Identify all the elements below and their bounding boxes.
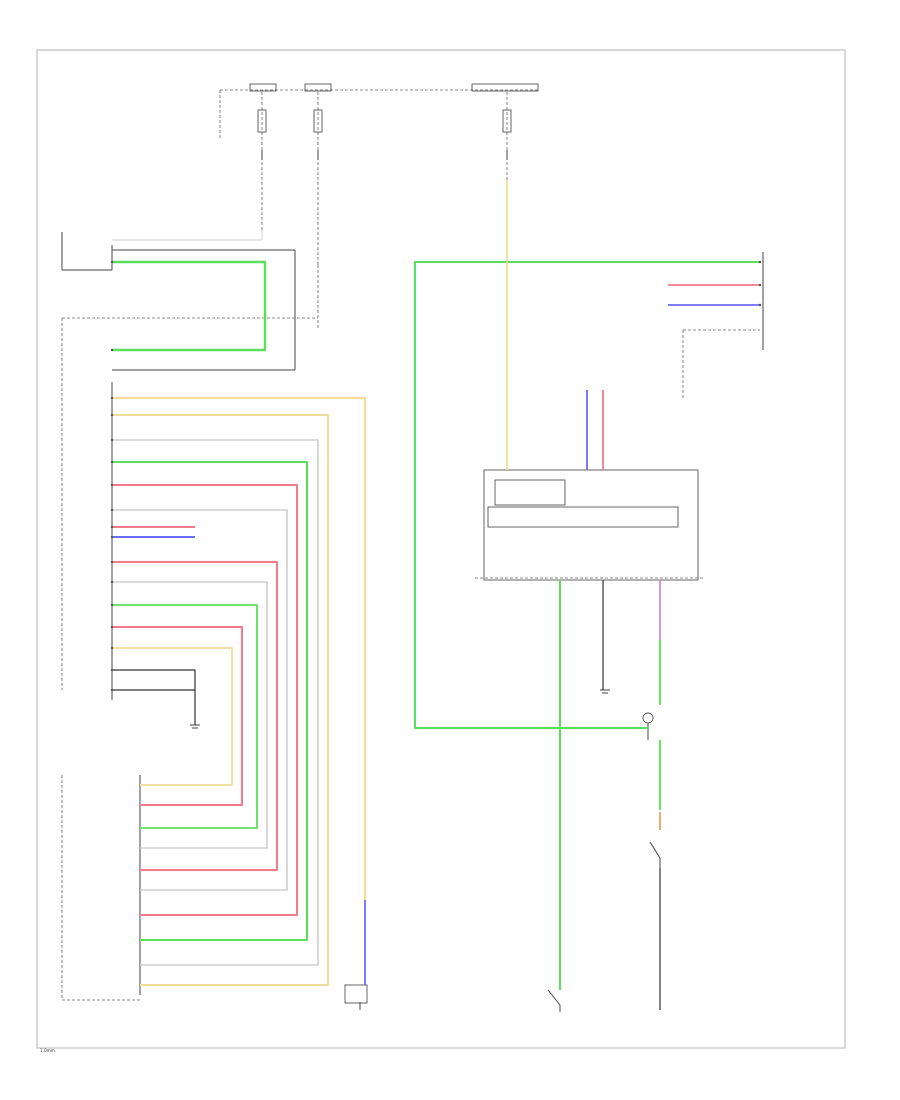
ground-symbol-left xyxy=(190,724,200,729)
connector-pin-10 xyxy=(110,535,114,539)
connector-pin-5 xyxy=(110,438,114,442)
bottom-left-label: 1.0mm xyxy=(40,1048,55,1053)
fuse-2 xyxy=(313,109,323,160)
wire-grey-1 xyxy=(112,439,319,966)
connector-pin-14 xyxy=(110,625,114,629)
connector-pin-1 xyxy=(110,260,114,264)
connector-pin-16 xyxy=(110,668,114,672)
wire-yellow-3 xyxy=(112,647,233,786)
wire-black-1 xyxy=(112,669,196,725)
connector-pin-17 xyxy=(110,688,114,692)
switch-lower-left xyxy=(344,984,368,1010)
wire-green-2 xyxy=(112,604,258,829)
lamp-node-right xyxy=(642,712,654,740)
wire-red-3 xyxy=(112,561,278,871)
connector-pin-4 xyxy=(110,413,114,417)
connector-pin-2 xyxy=(110,348,114,352)
wire-grey-2 xyxy=(112,509,288,891)
wire-green-long xyxy=(414,261,760,729)
wire-green-1 xyxy=(112,461,308,941)
wire-green-top xyxy=(112,260,267,352)
diagram-frame xyxy=(36,49,846,1049)
connector-pin-13 xyxy=(110,603,114,607)
right-connector xyxy=(682,252,764,400)
connector-pin-19 xyxy=(758,283,762,287)
wire-grey-3 xyxy=(112,581,268,849)
connector-pin-20 xyxy=(758,303,762,307)
module-connector-bottom xyxy=(61,775,141,1001)
fuse-1 xyxy=(257,109,267,160)
connector-pin-15 xyxy=(110,646,114,650)
connector-pin-8 xyxy=(110,508,114,512)
wire-yellow-1 xyxy=(112,396,367,900)
connector-pin-3 xyxy=(110,396,114,400)
module-connector-main xyxy=(61,265,319,700)
wire-red-4 xyxy=(112,626,243,806)
power-supply-rail xyxy=(219,83,540,265)
control-unit xyxy=(475,469,705,581)
ground-symbol-right xyxy=(600,689,610,694)
switch-lower-middle xyxy=(547,989,561,1012)
connector-pin-7 xyxy=(110,483,114,487)
connector-pin-12 xyxy=(110,580,114,584)
switch-lower-right xyxy=(649,841,661,868)
connector-pin-9 xyxy=(110,525,114,529)
connector-pin-6 xyxy=(110,460,114,464)
wire-group xyxy=(110,180,762,1010)
connector-pin-18 xyxy=(758,260,762,264)
wire-yellow-2 xyxy=(112,414,329,986)
fuse-3 xyxy=(502,109,512,160)
wire-red-1 xyxy=(112,484,298,916)
connector-pin-11 xyxy=(110,560,114,564)
module-connector-top xyxy=(61,230,296,371)
fuse-group xyxy=(257,109,512,160)
